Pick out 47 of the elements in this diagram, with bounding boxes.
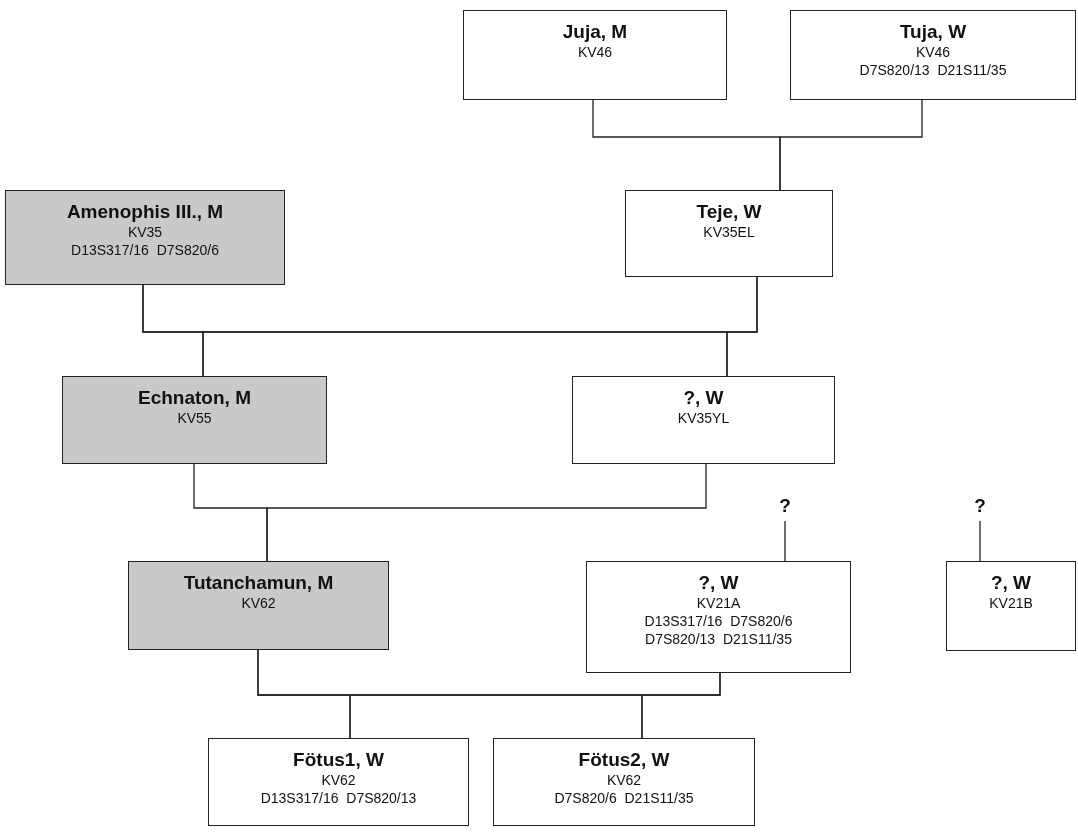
tomb-label: KV35 — [127, 223, 163, 241]
name-label: ? — [779, 495, 791, 518]
marker-label: D7S820/13 D21S11/35 — [645, 630, 792, 648]
person-box — [208, 738, 469, 826]
tomb-label: KV35YL — [677, 409, 730, 427]
person-box — [625, 190, 833, 277]
person-box — [62, 376, 327, 464]
name-label: Tutanchamun, M — [183, 572, 334, 594]
person-box — [572, 376, 835, 464]
tomb-label: KV62 — [241, 594, 276, 612]
name-label: Tuja, W — [899, 21, 967, 43]
name-label: ?, W — [990, 572, 1032, 594]
family-line — [979, 520, 981, 562]
family-line — [784, 520, 786, 562]
person-box — [5, 190, 285, 285]
marker-label: D13S317/16 D7S820/6 — [644, 612, 793, 630]
name-label: ?, W — [683, 387, 724, 409]
family-line — [779, 99, 923, 191]
person-box — [790, 10, 1076, 100]
name-label: ? — [974, 495, 986, 518]
marker-label: D13S317/16 D7S820/6 — [71, 241, 219, 259]
tomb-label: KV21B — [989, 594, 1033, 612]
name-label: Echnaton, M — [138, 387, 251, 409]
family-line — [641, 672, 721, 739]
person-box — [586, 561, 851, 673]
tomb-label: KV62 — [606, 771, 642, 789]
name-label: ?, W — [698, 572, 739, 594]
tomb-label: KV21A — [696, 594, 741, 612]
tomb-label: KV46 — [577, 43, 613, 61]
tomb-label: KV35EL — [703, 223, 755, 241]
person-box — [946, 561, 1076, 651]
family-line — [726, 276, 758, 377]
tomb-label: KV46 — [915, 43, 951, 61]
name-label: Fötus2, W — [578, 749, 670, 771]
name-label: Juja, M — [562, 21, 628, 43]
marker-label: D7S820/13 D21S11/35 — [859, 61, 1007, 79]
tomb-label: KV55 — [177, 409, 212, 427]
name-label: Amenophis III., M — [66, 201, 224, 223]
person-box — [128, 561, 389, 650]
marker-label: D7S820/6 D21S11/35 — [554, 789, 694, 807]
tomb-label: KV62 — [321, 771, 356, 789]
person-box — [493, 738, 755, 826]
person-box — [463, 10, 727, 100]
name-label: Teje, W — [696, 201, 762, 223]
marker-label: D13S317/16 D7S820/13 — [260, 789, 417, 807]
family-line — [266, 463, 707, 562]
name-label: Fötus1, W — [293, 749, 384, 771]
